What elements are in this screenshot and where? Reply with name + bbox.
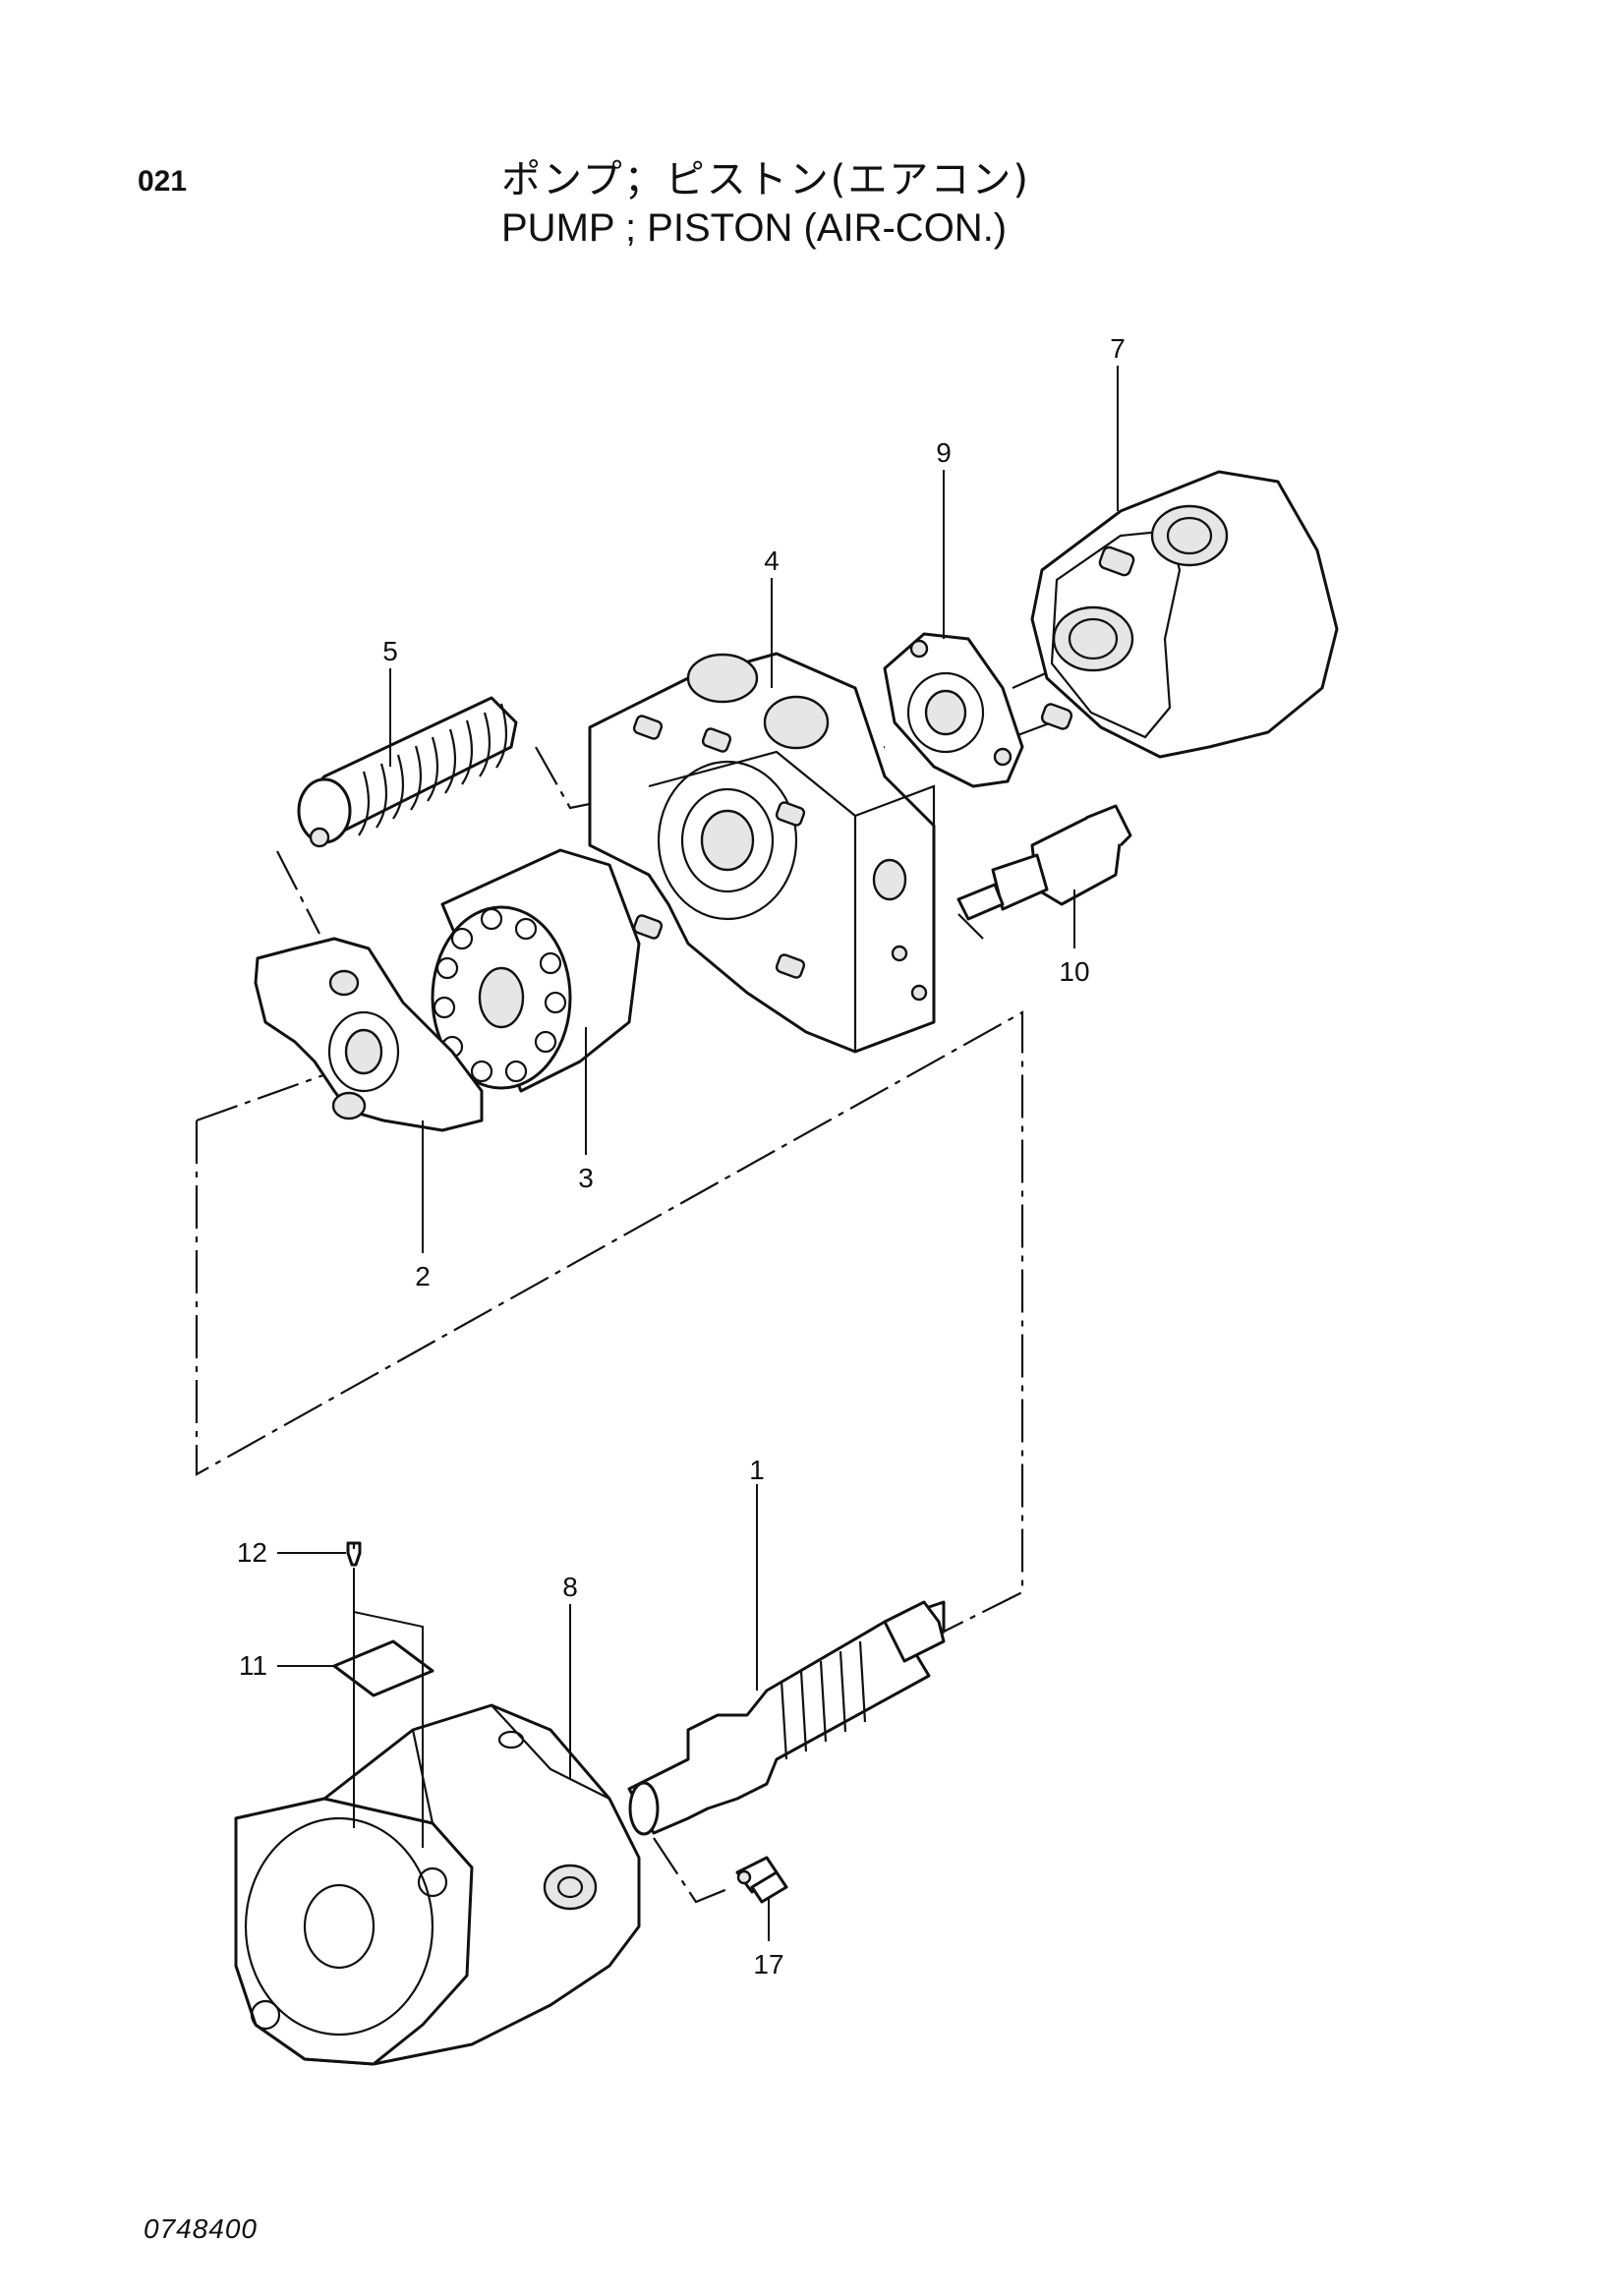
part-17-grease-nipple [735, 1856, 788, 1904]
drawing-number: 0748400 [144, 2213, 259, 2244]
callout-1: 1 [749, 1455, 765, 1485]
callout-5: 5 [382, 636, 398, 666]
callout-17: 17 [753, 1949, 783, 1980]
callout-10: 10 [1059, 956, 1089, 987]
part-8-main-casing [234, 1703, 641, 2066]
part-1-drive-shaft [627, 1600, 946, 1836]
part-11-name-plate [332, 1639, 434, 1697]
callout-3: 3 [578, 1163, 594, 1193]
callout-2: 2 [415, 1261, 431, 1292]
leader-lines [277, 366, 1119, 1941]
title-english: PUMP ; PISTON (AIR-CON.) [501, 206, 1008, 250]
plate-reference-line [353, 1611, 424, 1848]
callout-4: 4 [764, 545, 780, 576]
title-japanese: ポンプ；ピストン(エアコン) [501, 157, 1031, 202]
page-number: 021 [138, 165, 188, 198]
part-7-pump-housing [1030, 470, 1339, 759]
callout-9: 9 [936, 437, 952, 468]
part-4-valve-block [588, 652, 936, 1054]
callout-12: 12 [237, 1537, 267, 1568]
callout-labels: 1 2 3 4 5 7 8 9 10 11 12 17 [237, 333, 1126, 1980]
part-2-swash-plate [254, 937, 484, 1132]
callout-8: 8 [562, 1572, 578, 1602]
part-9-end-plate [883, 632, 1024, 788]
part-10-relief-valve [956, 804, 1132, 921]
callout-7: 7 [1110, 333, 1126, 364]
part-12-screw [346, 1541, 362, 1567]
part-3-cylinder-block [431, 848, 641, 1093]
part-5-spring-assembly [297, 696, 518, 848]
callout-11: 11 [239, 1650, 267, 1681]
